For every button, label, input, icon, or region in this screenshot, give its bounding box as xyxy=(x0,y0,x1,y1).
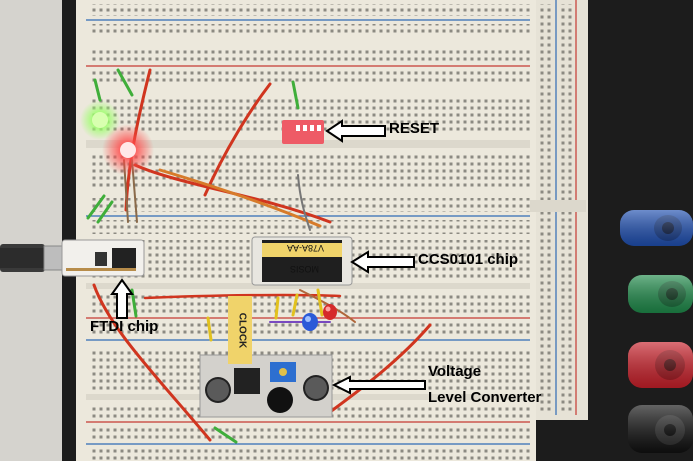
chip-arrow-icon xyxy=(350,250,415,274)
ftdi-board xyxy=(61,239,145,277)
clock-label: CLOCK xyxy=(236,312,248,349)
converter-arrow-icon xyxy=(331,375,426,395)
reset-arrow-icon xyxy=(325,119,386,143)
ftdi-arrow-icon xyxy=(110,278,134,319)
chip-marking-line1: V78A-AA xyxy=(287,243,325,253)
dip-switch xyxy=(282,120,324,144)
green-led xyxy=(80,100,120,140)
ftdi-label: FTDI chip xyxy=(90,318,159,335)
annotation-arrows xyxy=(110,119,426,395)
green-jack xyxy=(628,275,693,313)
blue-led xyxy=(302,313,318,331)
side-rails xyxy=(530,0,588,420)
voltage-level-converter xyxy=(199,354,333,418)
clock-tape xyxy=(228,296,252,364)
power-jacks xyxy=(620,210,693,453)
small-red-led xyxy=(323,304,337,320)
red-led xyxy=(102,124,154,176)
converter-label-line1: Voltage xyxy=(428,363,482,380)
converter-label-line2: Level Converter xyxy=(428,389,542,406)
reset-label: RESET xyxy=(389,120,440,137)
black-jack xyxy=(628,405,693,453)
chip-label: CCS0101 chip xyxy=(418,251,519,268)
blue-jack xyxy=(620,210,693,246)
chip-marking-line2: MOSIS xyxy=(290,264,320,274)
red-jack xyxy=(628,342,693,388)
